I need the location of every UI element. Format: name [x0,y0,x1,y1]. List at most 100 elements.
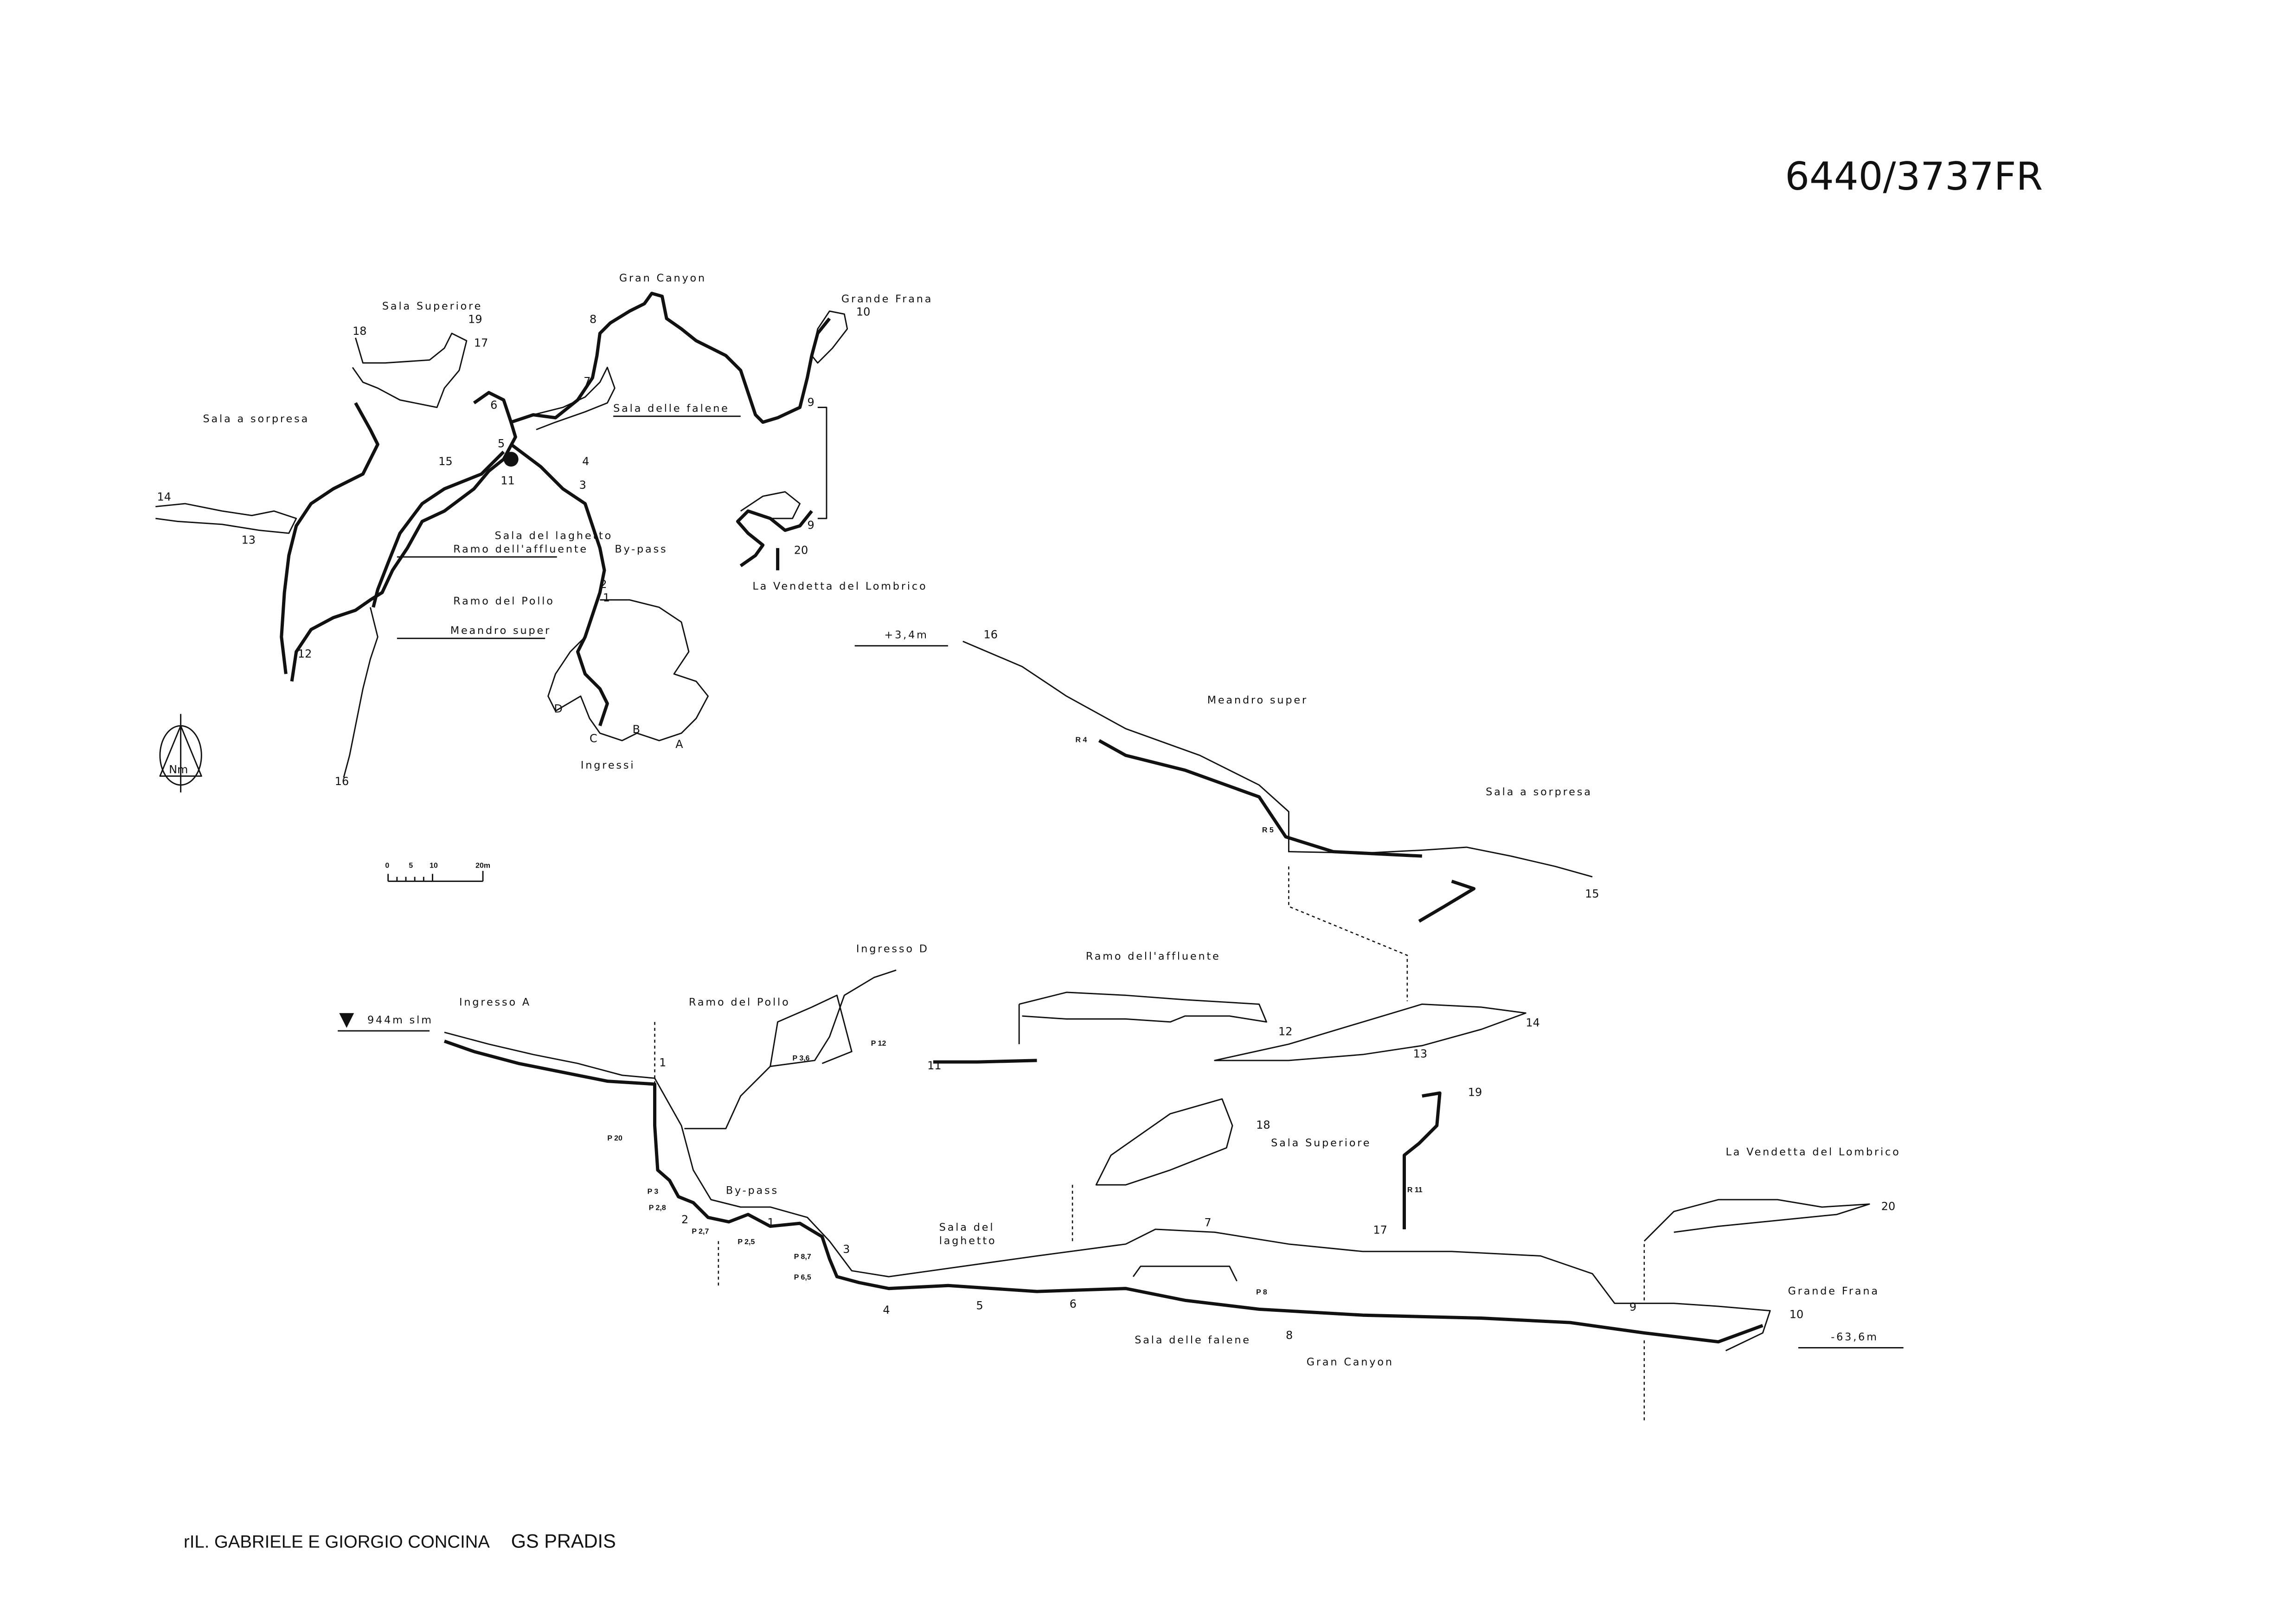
station-label: 1 [767,1216,774,1229]
station-label: 13 [1413,1048,1427,1061]
label-grande-frana: Grande Frana [1788,1285,1879,1297]
station-label: 19 [468,313,482,326]
plan-label-bypass: By-pass [615,543,667,556]
section-tie-line [654,866,1645,1422]
plan-passage-14 [155,503,297,534]
station-label: 6 [1070,1297,1077,1310]
label-ramo-pollo: Ramo del Pollo [689,997,790,1009]
station-label: 2 [681,1213,688,1226]
pitch-label: P 3,6 [793,1054,810,1062]
label-ingresso-d: Ingresso D [856,943,929,955]
plan-passage-affluente [372,450,505,608]
pitch-label: P 20 [607,1134,622,1142]
station-label: 8 [1286,1329,1293,1342]
vendetta-tie-line [817,407,827,519]
pitch-labels: P 12 P 3,6 P 20 P 3 P 2,8 P 2,7 P 2,5 P … [607,736,1422,1296]
station-label: 16 [335,775,349,788]
section-stations: 16 15 1 12 11 13 14 18 19 17 20 2 1 3 7 … [659,628,1895,1342]
scale-tick: 10 [430,862,438,870]
plan-passage-west [280,402,379,674]
pitch-label: P 2,5 [738,1238,755,1246]
station-label: 11 [500,474,514,487]
station-label: B [633,723,640,736]
label-gran-canyon: Gran Canyon [1307,1356,1394,1368]
scale-tick: 5 [409,862,413,870]
station-label: 4 [582,455,589,468]
section-sala-superiore [1095,1098,1233,1186]
pitch-label: P 8 [1256,1288,1267,1296]
section-vendetta [1643,1199,1870,1242]
elevation-marker-icon [339,1013,354,1028]
station-label: 7 [584,375,590,388]
label-sala-superiore: Sala Superiore [1271,1137,1371,1149]
plan-stations: 18 19 17 15 14 13 12 16 8 7 6 5 11 4 3 2… [157,306,871,788]
pitch-label: P 6,5 [794,1274,811,1282]
label-sala-sorpresa: Sala a sorpresa [1486,786,1592,798]
station-label: 17 [474,337,488,350]
plan-label-sala-falene: Sala delle falene [613,402,730,415]
footer-credit: rIL. GABRIELE E GIORGIO CONCINA GS PRADI… [184,1530,616,1552]
scale-tick: 20m [475,862,490,870]
station-label: 6 [490,399,497,412]
plan-label-grande-frana: Grande Frana [841,293,933,305]
station-label: 18 [1256,1118,1270,1131]
pitch-label: R 11 [1407,1186,1423,1194]
station-label: 11 [927,1059,941,1072]
label-sala-falene: Sala delle falene [1135,1334,1251,1346]
label-sala-laghetto: Sala del [939,1221,995,1233]
section-entrance-roof [444,1031,1771,1352]
station-label: 15 [1585,888,1599,901]
survey-credit: rIL. GABRIELE E GIORGIO CONCINA [184,1532,490,1552]
svg-text:Nm: Nm [169,763,188,776]
pitch-label: P 2,7 [692,1228,709,1236]
plan-label-sala-superiore: Sala Superiore [382,300,482,313]
station-label: 3 [579,479,586,492]
label-bypass: By-pass [726,1184,779,1196]
label-sala-laghetto: laghetto [939,1235,997,1247]
station-label: 7 [1204,1216,1211,1229]
pitch-label: P 12 [871,1040,886,1048]
station-label: 13 [242,533,256,546]
scale-bar: 0 5 10 20m [385,862,490,882]
plan-label-vendetta: La Vendetta del Lombrico [752,580,927,592]
station-label: 20 [1881,1200,1895,1213]
scale-tick: 0 [385,862,389,870]
pitch-label: P 8,7 [794,1253,811,1261]
station-label: A [675,738,683,751]
pitch-label: P 2,8 [649,1204,666,1212]
station-label: 5 [976,1299,983,1312]
plan-passage-falene [510,292,831,424]
plan-label-meandro: Meandro super [450,625,551,637]
station-label: 9 [807,518,814,531]
section-meandro [962,640,1593,878]
station-label: 10 [856,306,870,319]
plan-passage-bypass [510,443,609,727]
station-label: 1 [603,591,610,604]
section-affluente [1018,991,1267,1044]
label-meandro: Meandro super [1207,694,1308,706]
station-label: 14 [1526,1016,1539,1029]
station-label: 4 [883,1303,890,1316]
station-label: 18 [353,325,366,338]
label-top-level: +3,4m [885,629,929,641]
laghetto-lake [503,452,519,467]
section-entrance-gallery [443,1040,1764,1344]
station-label: 8 [590,313,596,326]
section-13-14 [1214,1003,1526,1061]
plan-passage-16 [343,607,378,778]
cadastre-number: 6440/3737FR [1785,154,2043,199]
plan-label-sala-sorpresa: Sala a sorpresa [203,413,310,425]
section-19-17 [1402,1091,1442,1229]
station-label: 3 [843,1243,850,1256]
label-vendetta: La Vendetta del Lombrico [1725,1146,1900,1158]
plan-passage-vendetta-loop [740,491,801,519]
plan-view: Sala Superiore Sala a sorpresa Gran Cany… [155,272,933,882]
station-label: 2 [600,578,607,591]
station-label: 9 [807,396,814,409]
plan-passage-7 [533,366,616,430]
section-ramo-pollo [684,969,897,1130]
pitch-label: P 3 [648,1188,659,1195]
section-ramo-pollo-upper [770,994,853,1067]
